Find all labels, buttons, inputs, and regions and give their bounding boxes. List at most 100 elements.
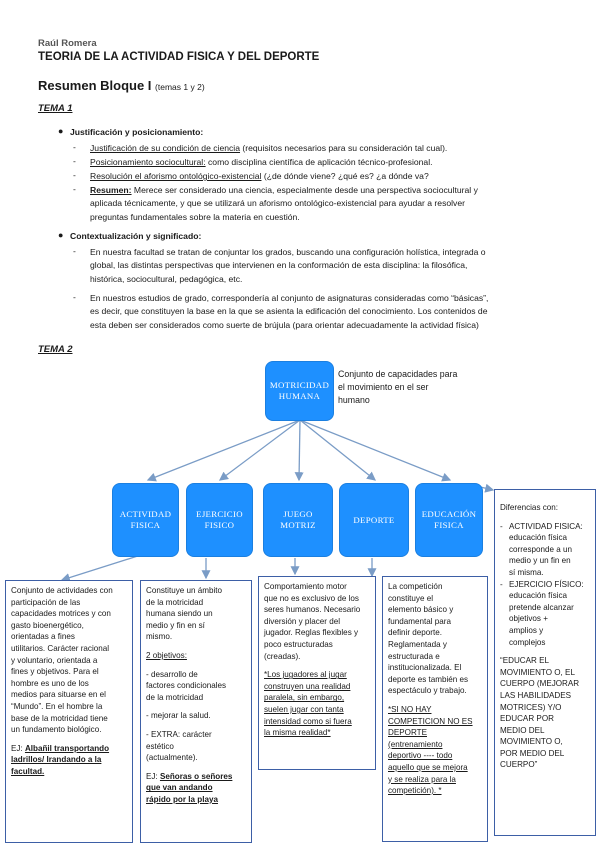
box-line: Conjunto de actividades con xyxy=(11,586,113,595)
note-line: COMPETICION NO ES xyxy=(388,716,473,726)
box-line: de la motricidad xyxy=(146,692,204,702)
justificacion-item: Justificación de su condición de ciencia… xyxy=(90,142,560,155)
item-rest: (¿de dónde viene? ¿qué es? ¿a dónde va? xyxy=(261,171,429,181)
box-line: utilitarios. Carácter racional xyxy=(11,643,110,653)
connector-deporte xyxy=(299,419,377,481)
box-line: diversión y placer del xyxy=(264,616,341,626)
note-line: aquello que se mejora xyxy=(388,762,468,772)
actividad-fisica-box: Conjunto de actividades con participació… xyxy=(5,580,133,843)
example-label: EJ: xyxy=(11,743,23,753)
tema1-heading: TEMA 1 xyxy=(38,103,73,114)
item-line: Merece ser considerado una ciencia, espe… xyxy=(131,185,478,195)
box-line: medio y fin en sí xyxy=(146,620,205,630)
node-label: MOTRICIDAD xyxy=(269,380,330,390)
dash-icon: - xyxy=(73,184,76,194)
item-lead: Justificación de su condición de ciencia xyxy=(90,143,241,153)
subtitle-text: Resumen Bloque I xyxy=(38,78,152,93)
contextualizacion-item: En nuestra facultad se tratan de conjunt… xyxy=(90,246,560,286)
box-line: estético xyxy=(146,741,174,751)
box-line: amplios y xyxy=(509,625,544,635)
quote-line: MOVIMIENTO O, EL xyxy=(500,667,575,677)
note-line: (entrenamiento xyxy=(388,739,443,749)
resumen-item: Resumen: Merece ser considerado una cien… xyxy=(90,184,560,224)
difference-item: - ACTIVIDAD FISICA: educación física cor… xyxy=(500,521,590,579)
box-line: pretende alcanzar xyxy=(509,602,574,612)
example-line: ladrillos/ Irandando a la xyxy=(11,755,102,765)
node-label: EDUCACIÓN xyxy=(421,509,477,519)
node-label: ACTIVIDAD xyxy=(119,509,172,519)
difference-item: - EJERCICIO FÍSICO: educación física pre… xyxy=(500,579,590,649)
node-label: DEPORTE xyxy=(353,514,395,525)
note-line: la misma realidad* xyxy=(264,728,331,738)
box-line: gasto bioenergético, xyxy=(11,620,84,630)
box-line: de la motricidad xyxy=(146,597,204,607)
box-line: “Mundo”. En el hombre la xyxy=(11,701,103,711)
box-line: Constituye un ámbito xyxy=(146,586,223,595)
box-line: jugador. Reglas flexibles y xyxy=(264,628,359,638)
box-line: Reglamentada y xyxy=(388,639,447,649)
box-line: educación física xyxy=(509,533,568,543)
box-line: factores condicionales xyxy=(146,681,227,691)
note-line: *Los jugadores al jugar xyxy=(264,670,347,680)
justificacion-label: Justificación y posicionamiento: xyxy=(70,127,204,137)
tema2-heading: TEMA 2 xyxy=(38,344,73,355)
item-line: preguntas fundamentales sobre la materia… xyxy=(90,211,300,222)
item-lead: Resolución el aforismo ontológico-existe… xyxy=(90,171,262,181)
box-line: - EXTRA: carácter xyxy=(146,729,212,739)
item-line: esta deben ser considerados como suerte … xyxy=(90,319,479,330)
dash-icon: - xyxy=(73,142,76,152)
item-lead: Posicionamiento sociocultural: xyxy=(90,157,206,167)
note-line: deportivo ---- todo xyxy=(388,751,453,761)
item-line: global, las distintas perspectivas que i… xyxy=(90,260,468,271)
node-deporte: DEPORTE xyxy=(340,484,408,556)
author-name: Raúl Romera xyxy=(38,38,97,49)
bullet-icon: ● xyxy=(58,126,64,136)
document-title: TEORIA DE LA ACTIVIDAD FISICA Y DEL DEPO… xyxy=(38,51,320,63)
box-line: y voluntario, orientada a xyxy=(11,655,98,665)
note-line: suelen jugar con tanta xyxy=(264,704,344,714)
box-line: poco estructuradas xyxy=(264,639,333,649)
note-line: *SI NO HAY xyxy=(388,704,432,714)
dash-icon: - xyxy=(500,521,503,531)
quote-line: CUERPO” xyxy=(500,760,538,770)
node-label: EJERCICIO xyxy=(196,509,243,519)
box-line: medios para situarse en el xyxy=(11,690,106,700)
item-line: histórica, sociocultural, pedagógica, et… xyxy=(90,273,243,284)
juego-motriz-box: Comportamiento motor que no es exclusivo… xyxy=(258,576,376,770)
quote-line: MEDIO DEL xyxy=(500,725,545,735)
objetivos-label: 2 objetivos: xyxy=(146,650,187,660)
note-line: DEPORTE xyxy=(388,728,427,738)
box-line: capacidades motrices y con xyxy=(11,609,111,619)
box-line: participación de las xyxy=(11,597,81,607)
box-line: deporte es también es xyxy=(388,674,469,684)
caption-line: el movimiento en el ser xyxy=(338,382,429,392)
box-line: objetivos + xyxy=(509,614,548,624)
example-line: Señoras o señores xyxy=(159,771,233,781)
item-lead: Resumen: xyxy=(90,185,132,195)
note-line: competición). * xyxy=(388,786,442,796)
dash-icon: - xyxy=(73,246,76,256)
educacion-fisica-box: Diferencias con: - ACTIVIDAD FISICA: edu… xyxy=(494,489,596,836)
bullet-icon: ● xyxy=(58,230,64,240)
contextualizacion-label: Contextualización y significado: xyxy=(70,231,202,241)
box-line: educación física xyxy=(509,591,568,601)
box-line: EJERCICIO FÍSICO: xyxy=(509,579,584,589)
dash-icon: - xyxy=(73,156,76,166)
box-line: mismo. xyxy=(146,632,173,642)
quote-line: MOVIMIENTO O, xyxy=(500,737,563,747)
contextualizacion-item: En nuestros estudios de grado, correspon… xyxy=(90,292,560,332)
note-line: y se realiza para la xyxy=(388,774,456,784)
box-line: sí misma. xyxy=(509,567,544,577)
connector-actividad-box xyxy=(60,553,145,582)
note-line: construyen una realidad xyxy=(264,681,351,691)
root-caption: Conjunto de capacidades para el movimien… xyxy=(338,368,480,407)
box-line: Comportamiento motor xyxy=(264,582,347,591)
note-line: intensidad como si fuera xyxy=(264,716,352,726)
node-label: FISICO xyxy=(204,520,235,530)
item-line: En nuestros estudios de grado, correspon… xyxy=(90,293,489,303)
example-line: facultad. xyxy=(11,766,45,776)
justificacion-item: Posicionamiento sociocultural: como disc… xyxy=(90,156,560,169)
